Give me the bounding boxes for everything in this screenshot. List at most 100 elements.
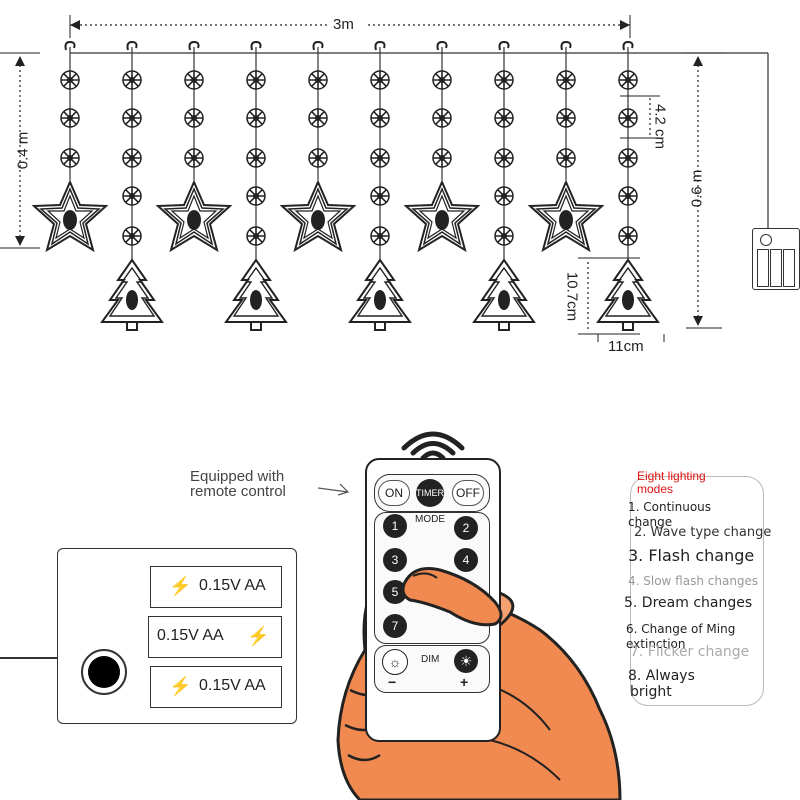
snowflake-icon <box>432 70 452 90</box>
tree-ornament-icon <box>473 259 535 331</box>
bolt-icon: ⚡ <box>247 626 270 646</box>
snowflake-icon <box>494 186 514 206</box>
star-ornament-icon <box>529 181 603 251</box>
snowflake-icon <box>246 148 266 168</box>
snowflake-icon <box>308 70 328 90</box>
snowflake-icon <box>122 108 142 128</box>
snowflake-icon <box>122 226 142 246</box>
mode-button-1[interactable]: 1 <box>383 514 407 538</box>
snowflake-icon <box>308 108 328 128</box>
snowflake-icon <box>184 108 204 128</box>
battery-1: ⚡ 0.15V AA <box>150 566 282 608</box>
controller-button-icon <box>760 234 772 246</box>
battery-box-switch[interactable] <box>81 649 127 695</box>
mode-item-7: 7. Flicker change <box>630 644 750 660</box>
snowflake-icon <box>370 108 390 128</box>
dim-minus: − <box>388 674 397 690</box>
snowflake-icon <box>308 148 328 168</box>
hook-icon <box>126 40 138 51</box>
modes-title-line-1: Eight lighting <box>637 469 706 483</box>
tree-ornament-icon <box>101 259 163 331</box>
snowflake-icon <box>494 70 514 90</box>
tree-height-label: 10.7cm <box>563 271 581 322</box>
star-ornament-icon <box>405 181 479 251</box>
snowflake-icon <box>246 70 266 90</box>
bolt-icon: ⚡ <box>169 576 192 596</box>
snowflake-icon <box>370 226 390 246</box>
hook-icon <box>64 40 76 51</box>
dim-up-sun-icon[interactable]: ☀ <box>454 649 478 673</box>
mode-button-7[interactable]: 7 <box>383 614 407 638</box>
mode-button-4[interactable]: 4 <box>454 548 478 572</box>
arrow-up-icon <box>693 56 703 66</box>
mode-item-8: 8. Always <box>628 668 695 684</box>
snowflake-icon <box>618 186 638 206</box>
mode-item-2: 2. Wave type change <box>634 525 772 540</box>
controller-box <box>752 228 800 290</box>
hook-icon <box>312 40 324 51</box>
snowflake-icon <box>370 70 390 90</box>
snowflake-icon <box>246 186 266 206</box>
arrow-down-icon <box>693 316 703 326</box>
arrow-left-icon <box>70 20 80 30</box>
modes-title-line-2: modes <box>637 482 674 496</box>
timer-button[interactable]: TIMER <box>416 479 444 507</box>
snowflake-icon <box>184 148 204 168</box>
snowflake-icon <box>494 226 514 246</box>
battery-3: ⚡ 0.15V AA <box>150 666 282 708</box>
hook-icon <box>188 40 200 51</box>
mode-label: MODE <box>415 514 445 525</box>
mode-item-4: 4. Slow flash changes <box>628 574 759 588</box>
callout-line-1: Equipped with <box>190 468 285 485</box>
hook-icon <box>436 40 448 51</box>
snowflake-icon <box>184 70 204 90</box>
height-right-label: 0.6 m <box>688 169 706 208</box>
snowflake-icon <box>246 226 266 246</box>
dim-plus: + <box>460 674 469 690</box>
dim-label: DIM <box>421 654 440 665</box>
hook-icon <box>622 40 634 51</box>
snowflake-icon <box>60 108 80 128</box>
arrow-right-icon <box>620 20 630 30</box>
tree-ornament-icon <box>597 259 659 331</box>
modes-panel <box>630 476 764 706</box>
modes-title: Eight lighting modes <box>637 470 706 496</box>
snowflake-icon <box>556 70 576 90</box>
tree-width-label: 11cm <box>608 338 644 355</box>
hook-icon <box>498 40 510 51</box>
snowflake-icon <box>494 148 514 168</box>
snowflake-icon <box>618 70 638 90</box>
spacing-label: 4.2 cm <box>651 103 669 149</box>
star-ornament-icon <box>157 181 231 251</box>
mode-item-1b: change <box>628 515 673 529</box>
snowflake-icon <box>122 186 142 206</box>
star-ornament-icon <box>33 181 107 251</box>
snowflake-icon <box>432 148 452 168</box>
battery-2: 0.15V AA ⚡ <box>148 616 282 658</box>
on-button[interactable]: ON <box>378 480 410 506</box>
mode-button-3[interactable]: 3 <box>383 548 407 572</box>
snowflake-icon <box>556 148 576 168</box>
snowflake-icon <box>618 226 638 246</box>
mode-item-5: 5. Dream changes <box>624 595 753 611</box>
signal-icon <box>401 431 465 460</box>
hook-icon <box>250 40 262 51</box>
hook-icon <box>374 40 386 51</box>
dim-down-sun-icon[interactable]: ☼ <box>382 649 408 675</box>
callout-line-2: remote control <box>190 483 286 500</box>
snowflake-icon <box>60 148 80 168</box>
mode-button-2[interactable]: 2 <box>454 516 478 540</box>
battery-label: 0.15V AA <box>199 577 266 594</box>
mode-item-3: 3. Flash change <box>628 546 755 565</box>
height-left-label: 0.4 m <box>14 131 32 170</box>
tree-ornament-icon <box>225 259 287 331</box>
snowflake-icon <box>122 70 142 90</box>
width-label: 3m <box>333 16 354 33</box>
hook-icon <box>560 40 572 51</box>
bolt-icon: ⚡ <box>169 676 192 696</box>
snowflake-icon <box>618 148 638 168</box>
snowflake-icon <box>370 186 390 206</box>
snowflake-icon <box>556 108 576 128</box>
off-button[interactable]: OFF <box>452 480 484 506</box>
battery-box-cable <box>0 657 58 659</box>
